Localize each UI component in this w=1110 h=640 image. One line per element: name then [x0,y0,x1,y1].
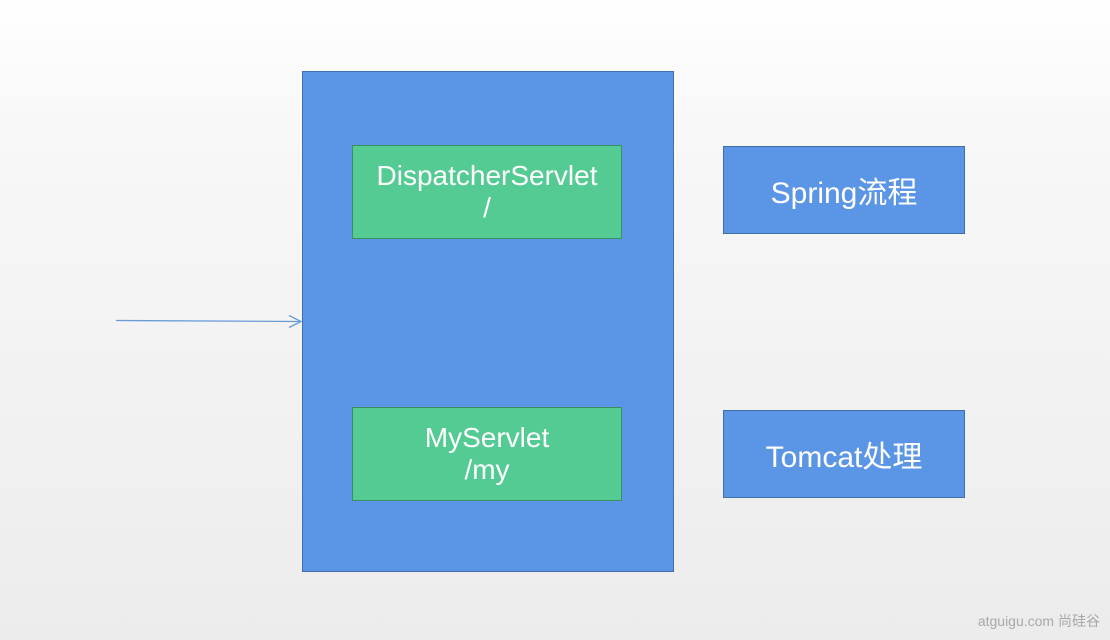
spring-flow-label: Spring流程 [723,146,965,234]
my-servlet-box: MyServlet /my [352,407,622,501]
my-servlet-path: /my [464,454,510,485]
dispatcher-servlet-name: DispatcherServlet [376,160,598,191]
my-servlet-name: MyServlet [424,422,550,453]
arrow-head [288,314,303,329]
dispatcher-servlet-path: / [483,192,491,223]
dispatcher-servlet-box: DispatcherServlet / [352,145,622,239]
watermark: atguigu.com 尚硅谷 [977,613,1100,629]
arrow-shaft [115,319,301,323]
tomcat-handling-label: Tomcat处理 [723,410,965,498]
